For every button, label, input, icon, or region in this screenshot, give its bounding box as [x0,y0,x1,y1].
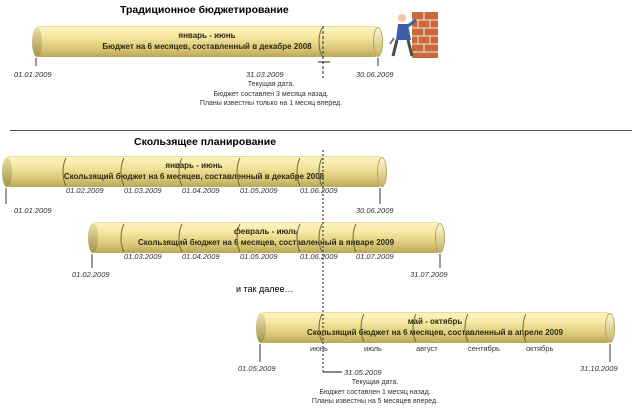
traditional-title: Традиционное бюджетирование [120,4,289,16]
traditional-note-line: Бюджет составлен 3 месяца назад. [213,90,329,98]
rolling-bar3-month: август [416,344,438,353]
traditional-note-line: Текущая дата. [247,81,295,88]
rolling-bar2-inner-date: 01.05.2009 [240,252,278,261]
rolling-bar2-inner-date: 01.04.2009 [182,252,220,261]
rolling-bar2-period: февраль - июль [233,227,299,236]
rolling-bar1-inner-date: 01.05.2009 [240,186,278,195]
rolling-bar3-description: Скользящий бюджет на 6 месяцев, составле… [306,328,564,337]
rolling-bar2-date-end: 31.07.2009 [410,270,448,279]
rolling-bar3-month: сентябрь [468,344,500,353]
section-divider [10,130,632,131]
rolling-bar2-date-start: 01.02.2009 [72,270,110,279]
rolling-bar2-inner-date: 01.06.2009 [300,252,338,261]
traditional-budget-bar: январь - июнь Бюджет на 6 месяцев, соста… [32,26,383,57]
rolling-bar3-month: июль [364,344,382,353]
rolling-bar2-inner-date: 01.03.2009 [124,252,162,261]
rolling-bar1-period: январь - июнь [165,161,223,170]
traditional-bar-description: Бюджет на 6 месяцев, составленный в дека… [102,42,312,51]
rolling-budget-bar-3: май - октябрь Скользящий бюджет на 6 мес… [256,312,615,343]
traditional-date-now: 31.03.2009 [246,70,284,79]
rolling-bar2-description: Скользящий бюджет на 6 месяцев, составле… [137,238,395,247]
traditional-date-start: 01.01.2009 [14,70,52,79]
traditional-note-line: Планы известны только на 1 месяц вперед. [199,100,343,107]
rolling-bar1-inner-date: 01.06.2009 [300,186,338,195]
traditional-date-end: 30.06.2009 [356,70,394,79]
rolling-note-line: Бюджет составлен 1 месяц назад. [319,388,431,396]
rolling-bar2-inner-date: 01.07.2009 [356,252,394,261]
rolling-bar3-period: май - октябрь [407,317,463,326]
rolling-note-line: Планы известны на 5 месяцев вперед. [311,398,439,405]
rolling-budget-bar-1: январь - июнь Скользящий бюджет на 6 мес… [2,156,387,187]
rolling-budget-bar-2: февраль - июль Скользящий бюджет на 6 ме… [88,222,445,253]
person-wall-icon [389,12,438,58]
rolling-date-now: 31.05.2009 [344,368,382,377]
traditional-note: Текущая дата. Бюджет составлен 3 месяца … [176,80,366,109]
traditional-bar-period: январь - июнь [178,31,236,40]
rolling-note: Текущая дата. Бюджет составлен 1 месяц н… [280,378,470,407]
rolling-bar3-month: октябрь [526,344,554,353]
rolling-note-line: Текущая дата. [351,379,399,386]
rolling-bar3-date-end: 31.10.2009 [580,364,618,373]
rolling-bar1-description: Скользящий бюджет на 6 месяцев, составле… [63,172,325,181]
rolling-bar1-inner-date: 01.04.2009 [182,186,220,195]
rolling-bar1-inner-date: 01.02.2009 [66,186,104,195]
rolling-bar3-date-start: 01.05.2009 [238,364,276,373]
rolling-bar3-month: июнь [310,344,328,353]
rolling-bar1-date-end: 30.06.2009 [356,206,394,215]
ellipsis-text: и так далее… [236,284,294,294]
rolling-bar1-inner-date: 01.03.2009 [124,186,162,195]
rolling-title: Скользящее планирование [134,136,277,148]
rolling-bar1-date-start: 01.01.2009 [14,206,52,215]
